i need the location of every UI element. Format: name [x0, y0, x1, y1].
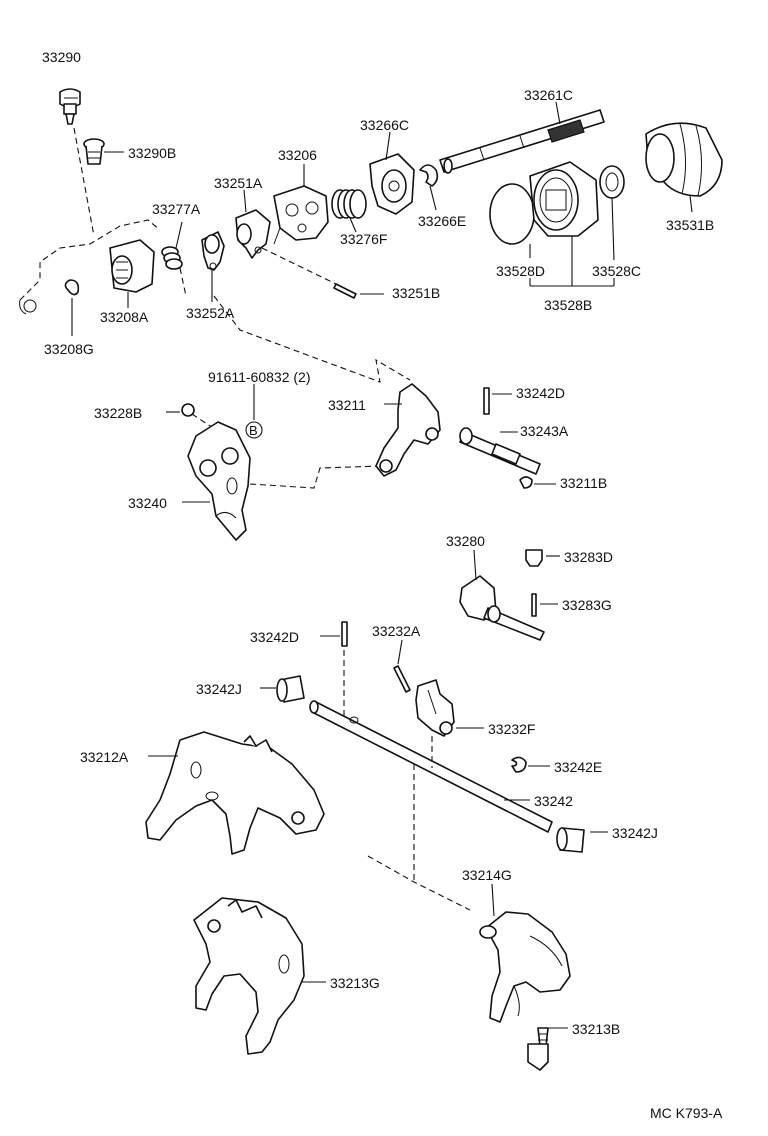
part-33240-drawing	[187, 421, 251, 541]
part-33242j-left-drawing	[276, 675, 305, 703]
footer-code: MC K793-A	[650, 1105, 723, 1121]
label-33290b: 33290B	[128, 145, 176, 161]
label-33232a: 33232A	[372, 623, 421, 639]
label-33206: 33206	[278, 147, 317, 163]
label-91611-60832: 91611-60832 (2)	[208, 369, 310, 385]
label-33211b: 33211B	[560, 475, 607, 491]
part-33211b-drawing	[519, 476, 533, 489]
label-33211: 33211	[328, 397, 366, 413]
leader-33277a	[175, 221, 183, 249]
part-33242j-right-drawing	[556, 827, 585, 853]
part-33242d-top-drawing	[483, 387, 490, 415]
label-33213g: 33213G	[330, 975, 380, 991]
label-33242d-top: 33242D	[516, 385, 565, 401]
dash-33252a-33211	[213, 295, 411, 383]
part-33228b-drawing	[181, 403, 195, 417]
label-33212a: 33212A	[80, 749, 129, 765]
part-33208g-drawing	[64, 279, 80, 296]
label-33266c: 33266C	[360, 117, 409, 133]
part-33528c-drawing	[599, 165, 625, 199]
part-33531b-drawing	[645, 122, 723, 197]
part-33528d-drawing	[489, 183, 535, 245]
leader-33214g	[491, 883, 495, 917]
label-33280: 33280	[446, 533, 485, 549]
part-33528b-drawing	[529, 161, 599, 237]
leader-33531b	[689, 195, 693, 213]
label-33243a: 33243A	[520, 423, 569, 439]
label-33242j-right: 33242J	[612, 825, 658, 841]
part-33283g-drawing	[531, 593, 537, 617]
case-outline-drawing	[19, 219, 161, 315]
label-33208a: 33208A	[100, 309, 149, 325]
label-33242: 33242	[534, 793, 573, 809]
bracket-33528b	[529, 278, 615, 287]
label-33290: 33290	[42, 49, 81, 65]
part-33266c-drawing	[369, 153, 415, 215]
part-33290b-drawing	[83, 138, 105, 165]
part-33283d-drawing	[525, 549, 543, 567]
label-33277a: 33277A	[152, 201, 201, 217]
part-33232a-drawing	[393, 665, 411, 693]
part-33213g-drawing	[193, 897, 305, 1055]
label-33283g: 33283G	[562, 597, 612, 613]
leader-33280	[473, 549, 477, 581]
label-33228b: 33228B	[94, 405, 142, 421]
dash-33240-33211	[249, 465, 383, 489]
leader-33261c	[555, 101, 561, 125]
part-33266e-drawing	[419, 164, 439, 187]
part-33251a-drawing	[235, 209, 271, 259]
part-33243a-drawing	[459, 427, 541, 475]
part-33280-drawing	[459, 575, 545, 641]
label-33251b: 33251B	[392, 285, 440, 301]
part-33261c-drawing	[439, 109, 605, 174]
part-33232f-drawing	[415, 679, 455, 737]
ref-b-marker: B	[245, 421, 263, 439]
label-33251a: 33251A	[214, 175, 263, 191]
label-33528c: 33528C	[592, 263, 641, 279]
label-33528b: 33528B	[544, 297, 592, 313]
leader-33232a	[397, 639, 403, 665]
label-33213b: 33213B	[572, 1021, 620, 1037]
dash-33251b	[261, 247, 337, 285]
label-33266e: 33266E	[418, 213, 466, 229]
label-33240: 33240	[128, 495, 167, 511]
label-33214g: 33214G	[462, 867, 512, 883]
label-33252a: 33252A	[186, 305, 235, 321]
part-33212a-drawing	[145, 731, 325, 855]
label-33283d: 33283D	[564, 549, 613, 565]
label-33208g: 33208G	[44, 341, 94, 357]
ref-b-text: B	[249, 423, 258, 438]
part-33242d-mid-drawing	[341, 621, 348, 647]
dash-33277a	[179, 267, 187, 297]
label-33276f: 33276F	[340, 231, 387, 247]
leader-33276f	[349, 217, 357, 233]
part-33208a-drawing	[109, 239, 155, 293]
part-33252a-drawing	[201, 231, 225, 271]
label-33232f: 33232F	[488, 721, 535, 737]
part-33206-drawing	[273, 185, 329, 245]
leader-33528c	[611, 197, 615, 261]
part-33242e-drawing	[511, 756, 527, 773]
part-33251b-drawing	[333, 283, 357, 299]
part-33277a-drawing	[161, 246, 183, 270]
part-33211-drawing	[375, 383, 441, 477]
part-33290-drawing	[59, 88, 81, 125]
part-33213b-drawing	[527, 1027, 549, 1071]
part-33214g-drawing	[479, 911, 571, 1023]
label-33242d-mid: 33242D	[250, 629, 299, 645]
leader-33290	[73, 127, 95, 237]
label-33528d: 33528D	[496, 263, 545, 279]
label-33531b: 33531B	[666, 217, 714, 233]
leader-33266c	[385, 131, 391, 161]
label-33261c: 33261C	[524, 87, 573, 103]
part-33276f-drawing	[331, 189, 367, 219]
label-33242e: 33242E	[554, 759, 602, 775]
leader-33266e	[429, 185, 437, 211]
dash-33213g-33214g	[367, 855, 471, 911]
leader-33251a	[243, 189, 247, 213]
label-33242j-left: 33242J	[196, 681, 242, 697]
